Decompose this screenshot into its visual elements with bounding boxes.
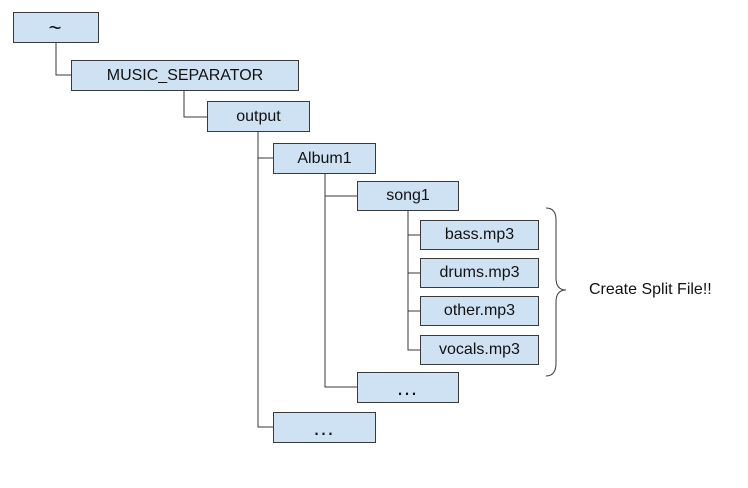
music-separator-node[interactable]: MUSIC_SEPARATOR: [71, 60, 299, 91]
output-node[interactable]: output: [207, 101, 310, 132]
song1-node[interactable]: song1: [357, 181, 459, 211]
connector-song1: [407, 211, 420, 351]
curly-brace: [545, 207, 567, 377]
connector-output: [257, 132, 273, 428]
more-songs-node[interactable]: …: [357, 372, 459, 403]
create-split-annotation: Create Split File!!: [589, 281, 712, 298]
more-albums-node[interactable]: …: [273, 412, 376, 443]
connector-album1: [324, 174, 357, 388]
file-node-vocals[interactable]: vocals.mp3: [420, 335, 539, 365]
connector-root: [55, 43, 71, 76]
file-node-other[interactable]: other.mp3: [420, 296, 539, 326]
file-node-drums[interactable]: drums.mp3: [420, 258, 539, 288]
album1-node[interactable]: Album1: [273, 143, 376, 174]
connector-music-separator: [183, 91, 207, 118]
root-node[interactable]: ~: [13, 12, 99, 43]
file-node-bass[interactable]: bass.mp3: [420, 220, 539, 250]
